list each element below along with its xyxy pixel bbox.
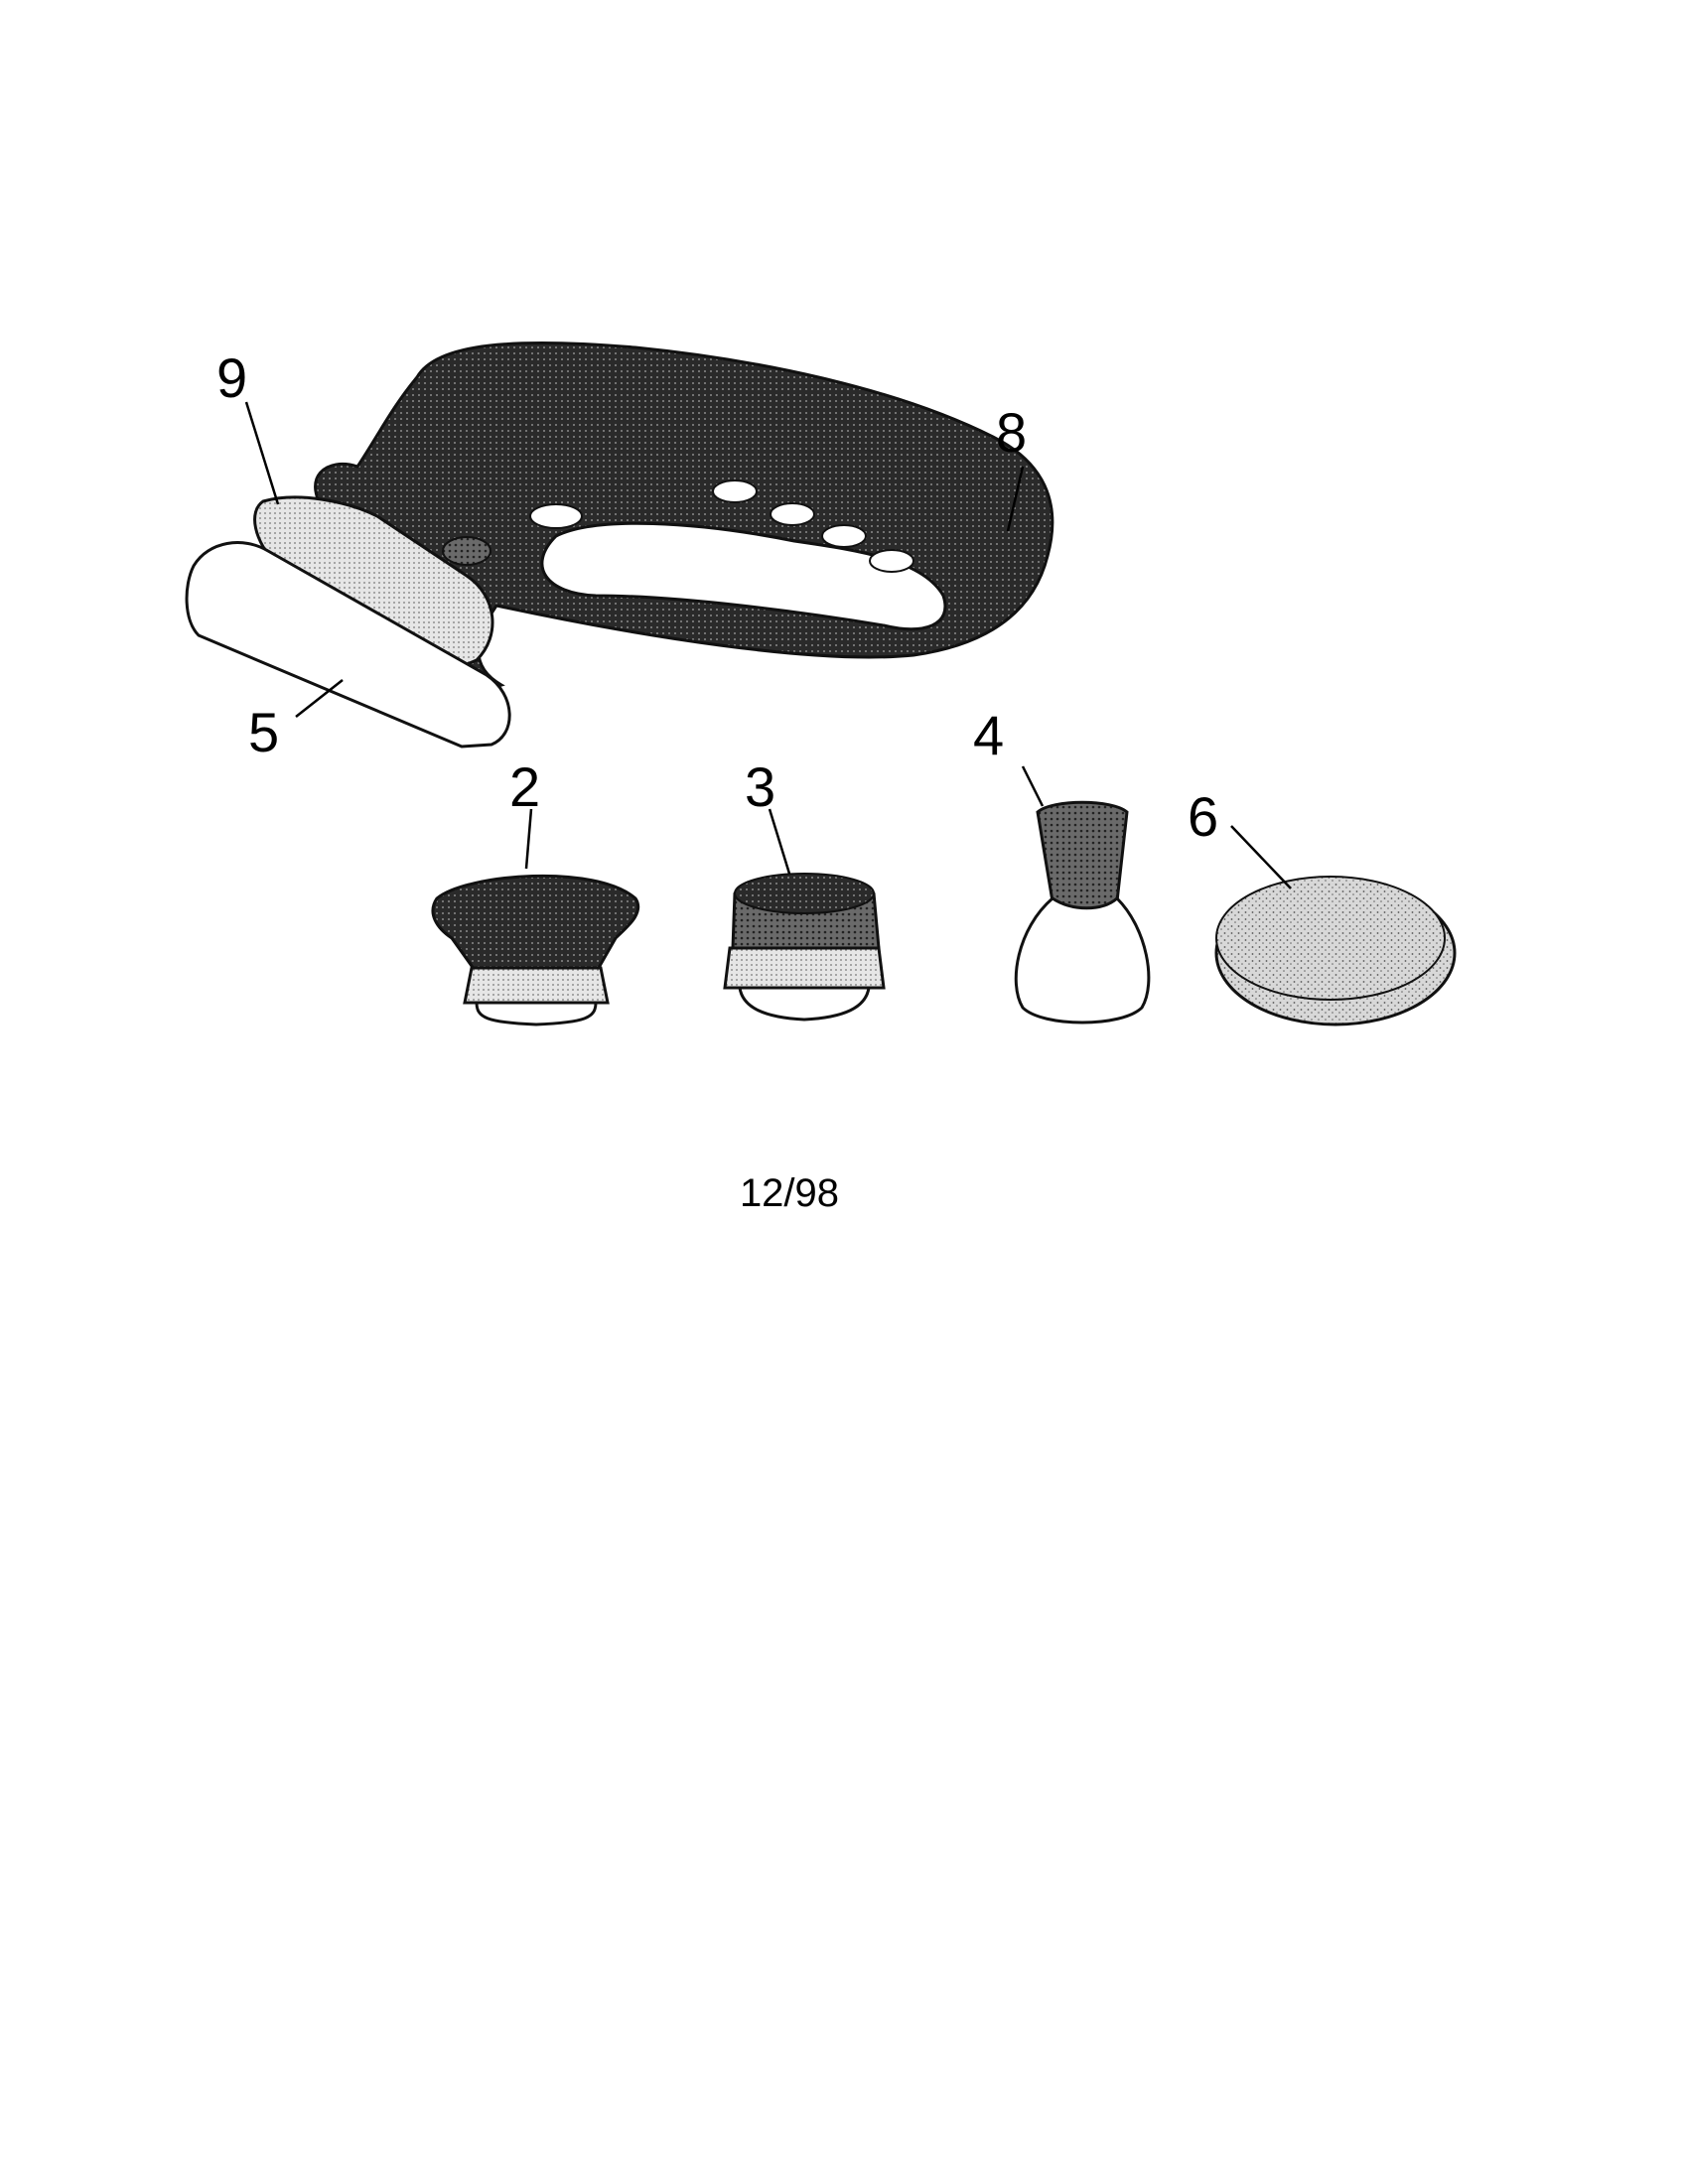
leader-line-6	[1230, 825, 1292, 889]
callout-2: 2	[509, 755, 540, 818]
callout-3: 3	[745, 755, 775, 818]
handle-grip-opening	[540, 521, 947, 631]
callout-5: 5	[248, 701, 279, 763]
vent-slots	[442, 479, 914, 573]
leader-line-2	[524, 808, 533, 870]
date-code: 12/98	[739, 1171, 840, 1215]
attachment-sponge-pad	[1214, 876, 1457, 1026]
leader-line-5	[295, 679, 344, 718]
callout-8: 8	[996, 401, 1027, 464]
pad-holder	[185, 541, 511, 749]
leader-line-8	[1006, 466, 1025, 532]
callout-6: 6	[1188, 785, 1218, 848]
attachment-ring-brush	[723, 873, 886, 1022]
leader-line-9	[244, 401, 280, 505]
attachment-flared-brush	[431, 874, 639, 1026]
attachment-small-brush	[1014, 800, 1151, 1024]
tool-assembly	[185, 341, 1054, 749]
leader-line-4	[1021, 765, 1045, 807]
callout-9: 9	[216, 346, 247, 409]
leader-line-3	[768, 808, 791, 875]
callout-4: 4	[973, 704, 1004, 766]
leader-lines	[244, 401, 1292, 889]
